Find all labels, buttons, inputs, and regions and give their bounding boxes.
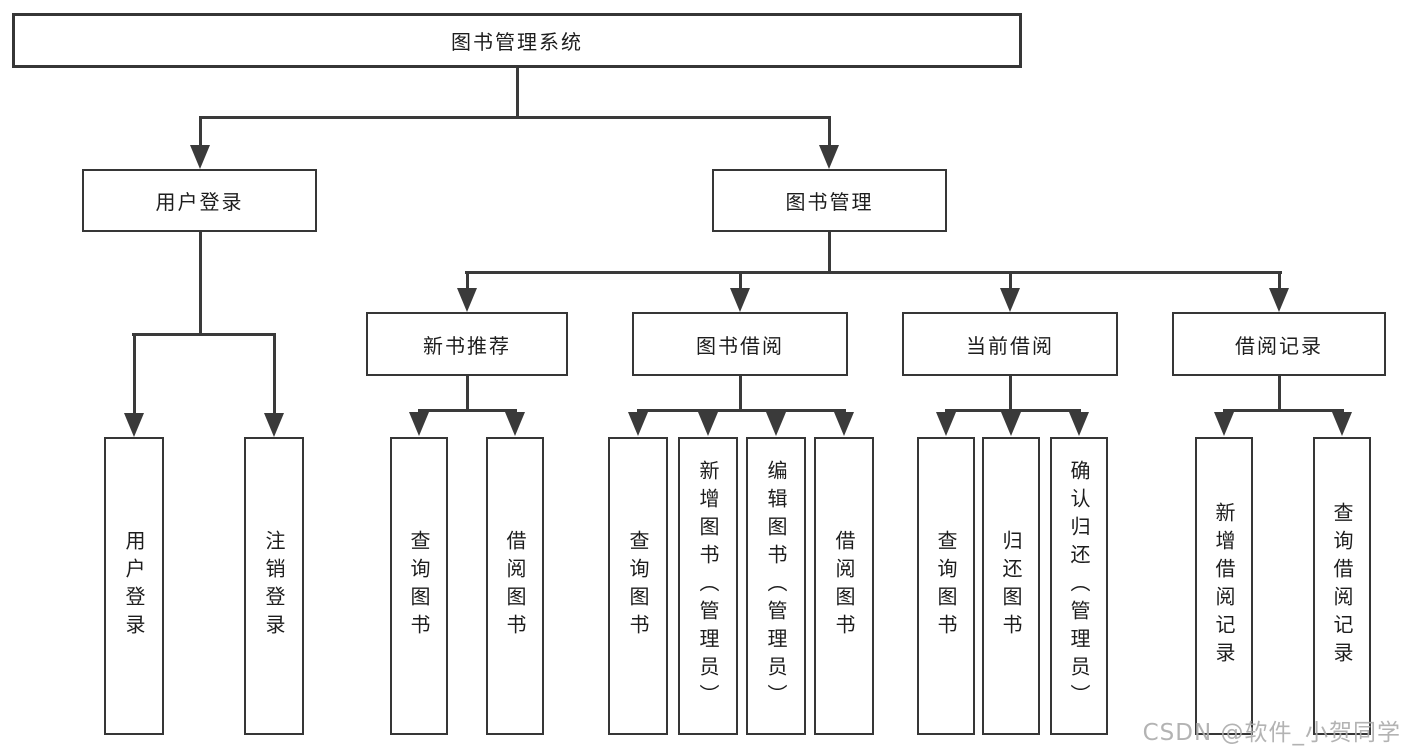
arrow-down-icon [766,412,786,436]
arrow-down-icon [264,413,284,437]
arrow-down-icon [1000,288,1020,312]
arrow-down-icon [505,412,525,436]
connector-root-stem [516,67,519,118]
connector-stub-records [1278,271,1281,289]
connector-stub-leaf-login [133,333,136,413]
connector-rec-rail [418,409,517,412]
connector-stub-recommend [466,271,469,289]
watermark: CSDN @软件_小贺同学 [1142,720,1401,746]
connector-rec-stem [466,375,469,412]
arrow-down-icon [1001,412,1021,436]
node-leaf-borrow-books: 借阅图书 [814,437,874,735]
arrow-down-icon [834,412,854,436]
connector-bb-stem [739,375,742,412]
arrow-down-icon [936,412,956,436]
connector-mgmt-rail [465,271,1282,274]
node-book-management: 图书管理 [712,169,947,232]
connector-root-rail [199,116,831,119]
arrow-down-icon [124,413,144,437]
node-current-borrowing: 当前借阅 [902,312,1118,376]
node-leaf-query-borrow-record: 查询借阅记录 [1313,437,1371,735]
arrow-down-icon [457,288,477,312]
connector-stub-borrowing [739,271,742,289]
node-leaf-user-login: 用户登录 [104,437,164,735]
arrow-down-icon [628,412,648,436]
arrow-down-icon [1069,412,1089,436]
arrow-down-icon [730,288,750,312]
arrow-down-icon [190,145,210,169]
connector-login-stem [199,231,202,336]
connector-login-rail [132,333,276,336]
node-leaf-query-books-rec: 查询图书 [390,437,448,735]
connector-cb-rail [945,409,1081,412]
connector-stub-user-login [199,116,202,146]
connector-bb-rail [637,409,846,412]
connector-stub-current [1009,271,1012,289]
arrow-down-icon [1332,412,1352,436]
node-leaf-add-borrow-record: 新增借阅记录 [1195,437,1253,735]
arrow-down-icon [1269,288,1289,312]
arrow-down-icon [409,412,429,436]
node-user-login: 用户登录 [82,169,317,232]
node-leaf-logout: 注销登录 [244,437,304,735]
node-new-book-recommend: 新书推荐 [366,312,568,376]
arrow-down-icon [698,412,718,436]
node-library-management-system: 图书管理系统 [12,13,1022,68]
node-borrow-records: 借阅记录 [1172,312,1386,376]
node-leaf-borrow-books-rec: 借阅图书 [486,437,544,735]
connector-mgmt-stem [828,231,831,274]
node-leaf-add-books-admin: 新增图书（管理员） [678,437,738,735]
connector-br-stem [1278,375,1281,412]
arrow-down-icon [1214,412,1234,436]
node-leaf-return-books: 归还图书 [982,437,1040,735]
connector-cb-stem [1009,375,1012,412]
connector-br-rail [1223,409,1344,412]
connector-stub-leaf-logout [273,333,276,413]
node-book-borrowing: 图书借阅 [632,312,848,376]
arrow-down-icon [819,145,839,169]
node-leaf-edit-books-admin: 编辑图书（管理员） [746,437,806,735]
node-leaf-query-books-current: 查询图书 [917,437,975,735]
node-leaf-query-books-borrow: 查询图书 [608,437,668,735]
node-leaf-confirm-return-admin: 确认归还（管理员） [1050,437,1108,735]
connector-stub-book-mgmt [828,116,831,146]
